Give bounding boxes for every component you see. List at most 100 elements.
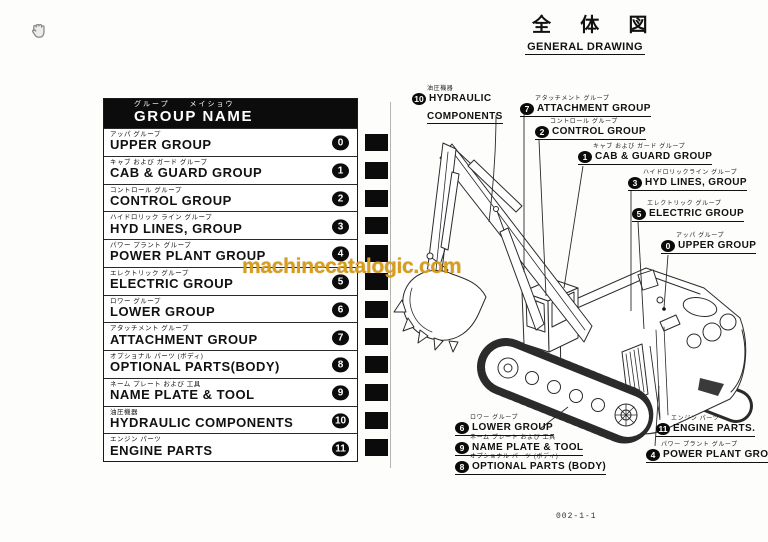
row-label: ATTACHMENT GROUP	[110, 331, 258, 347]
callout-number-badge: 11	[656, 422, 670, 435]
table-header-ruby: グループ メイショウ	[134, 101, 235, 108]
group-name-table: グループ メイショウ GROUP NAME アッパ グループ UPPER GRO…	[103, 98, 388, 462]
row-label: CONTROL GROUP	[110, 192, 232, 208]
row-ruby: ハイドロリック ライン グループ	[110, 214, 213, 222]
table-row-hyd-lines-group: ハイドロリック ライン グループ HYD LINES, GROUP 3	[104, 211, 388, 239]
index-tab	[365, 439, 388, 457]
table-header: グループ メイショウ GROUP NAME	[104, 99, 357, 128]
watermark: machinecatalogic.com	[242, 255, 462, 278]
callout-number-badge: 8	[455, 460, 469, 473]
row-label: POWER PLANT GROUP	[110, 248, 266, 264]
page-title-block: 全 体 図 GENERAL DRAWING	[520, 15, 660, 55]
row-number-badge: 0	[332, 135, 349, 151]
index-tab	[365, 189, 388, 207]
row-number-badge: 10	[332, 413, 349, 429]
row-label: HYDRAULIC COMPONENTS	[110, 414, 294, 430]
row-label: ENGINE PARTS	[110, 442, 213, 458]
table-row-cab-guard-group: キャブ および ガード グループ CAB & GUARD GROUP 1	[104, 155, 388, 184]
row-ruby: エレクトリック グループ	[110, 269, 189, 277]
row-number-badge: 11	[332, 441, 349, 457]
table-row-electric-group: エレクトリック グループ ELECTRIC GROUP 5	[104, 266, 388, 295]
callout-number-badge: 4	[646, 448, 660, 461]
table-row-power-plant-group: パワー プラント グループ POWER PLANT GROUP 4	[104, 239, 388, 267]
callout-ruby: パワー プラント グループ	[661, 442, 738, 448]
row-number-badge: 7	[332, 330, 349, 346]
page-title-japanese: 全 体 図	[532, 15, 660, 36]
row-number-badge: 8	[332, 357, 349, 373]
row-label: ELECTRIC GROUP	[110, 276, 234, 292]
table-row-hydraulic-components: 油圧機器 HYDRAULIC COMPONENTS 10	[104, 405, 388, 434]
callout-label-line2: COMPONENTS	[427, 110, 503, 124]
table-row-control-group: コントロール グループ CONTROL GROUP 2	[104, 183, 388, 212]
row-ruby: キャブ および ガード グループ	[110, 158, 208, 166]
callout-ruby: ロワー グループ	[470, 415, 519, 421]
index-tab	[365, 300, 388, 318]
row-label: UPPER GROUP	[110, 137, 212, 153]
callout-number-badge: 3	[628, 176, 642, 189]
callout-number-badge: 1	[578, 150, 592, 163]
row-number-badge: 1	[332, 163, 349, 179]
callout-label: HYDRAULIC	[429, 92, 492, 104]
row-number-badge: 6	[332, 302, 349, 318]
callout-number-badge: 6	[455, 421, 469, 434]
row-number-badge: 4	[332, 246, 349, 262]
callout-ruby: キャブ および ガード グループ	[593, 144, 686, 150]
callout-number-badge: 7	[520, 102, 534, 115]
callout-ruby: アタッチメント グループ	[535, 96, 610, 102]
callout-number-badge: 5	[632, 207, 646, 220]
page-number: 002-1-1	[556, 512, 597, 521]
callout-ruby: コントロール グループ	[550, 119, 618, 125]
table-row-engine-parts: エンジン パーツ ENGINE PARTS 11	[104, 433, 388, 461]
row-ruby: ロワー グループ	[110, 297, 161, 305]
callout-ruby: ハイドロリックライン グループ	[643, 170, 738, 176]
callout-label: NAME PLATE & TOOL	[472, 441, 584, 453]
index-tab	[365, 383, 388, 401]
table-row-name-plate-tool: ネーム プレート および 工具 NAME PLATE & TOOL 9	[104, 377, 388, 406]
hand-cursor-icon[interactable]	[26, 18, 52, 44]
callout-label: HYD LINES, GROUP	[645, 176, 747, 188]
row-ruby: エンジン パーツ	[110, 436, 162, 444]
callout-label: ELECTRIC GROUP	[649, 207, 745, 219]
row-ruby: パワー プラント グループ	[110, 242, 192, 249]
row-label: OPTIONAL PARTS(BODY)	[110, 359, 280, 375]
callout-leader-lines	[488, 114, 669, 447]
callout-label: OPTIONAL PARTS (BODY)	[472, 460, 607, 472]
row-ruby: 油圧機器	[110, 408, 138, 416]
callout-ruby: 油圧機器	[427, 86, 454, 92]
index-tab	[365, 272, 388, 290]
callout-ruby: アッパ グループ	[676, 233, 725, 239]
table-row-attachment-group: アタッチメント グループ ATTACHMENT GROUP 7	[104, 322, 388, 350]
callout-number-badge: 2	[535, 125, 549, 138]
row-label: CAB & GUARD GROUP	[110, 165, 263, 181]
table-row-upper-group: アッパ グループ UPPER GROUP 0	[104, 128, 388, 156]
row-number-badge: 9	[332, 385, 349, 401]
row-number-badge: 5	[332, 274, 349, 290]
index-tab	[365, 356, 388, 373]
table-row-optional-parts-body: オプショナル パーツ (ボディ) OPTIONAL PARTS(BODY) 8	[104, 350, 388, 378]
callout-label: ATTACHMENT GROUP	[537, 102, 651, 114]
row-ruby: ネーム プレート および 工具	[110, 380, 201, 388]
callout-label: POWER PLANT GROUP	[663, 448, 768, 460]
row-number-badge: 2	[332, 191, 349, 207]
callout-label: CAB & GUARD GROUP	[595, 150, 713, 162]
tab-edge-line	[390, 102, 391, 468]
index-tab	[365, 245, 388, 262]
callout-label: ENGINE PARTS.	[673, 422, 756, 434]
row-ruby: オプショナル パーツ (ボディ)	[110, 353, 204, 360]
table-header-label: GROUP NAME	[134, 108, 254, 126]
callout-label: UPPER GROUP	[678, 239, 757, 251]
page-title: GENERAL DRAWING	[525, 40, 645, 55]
